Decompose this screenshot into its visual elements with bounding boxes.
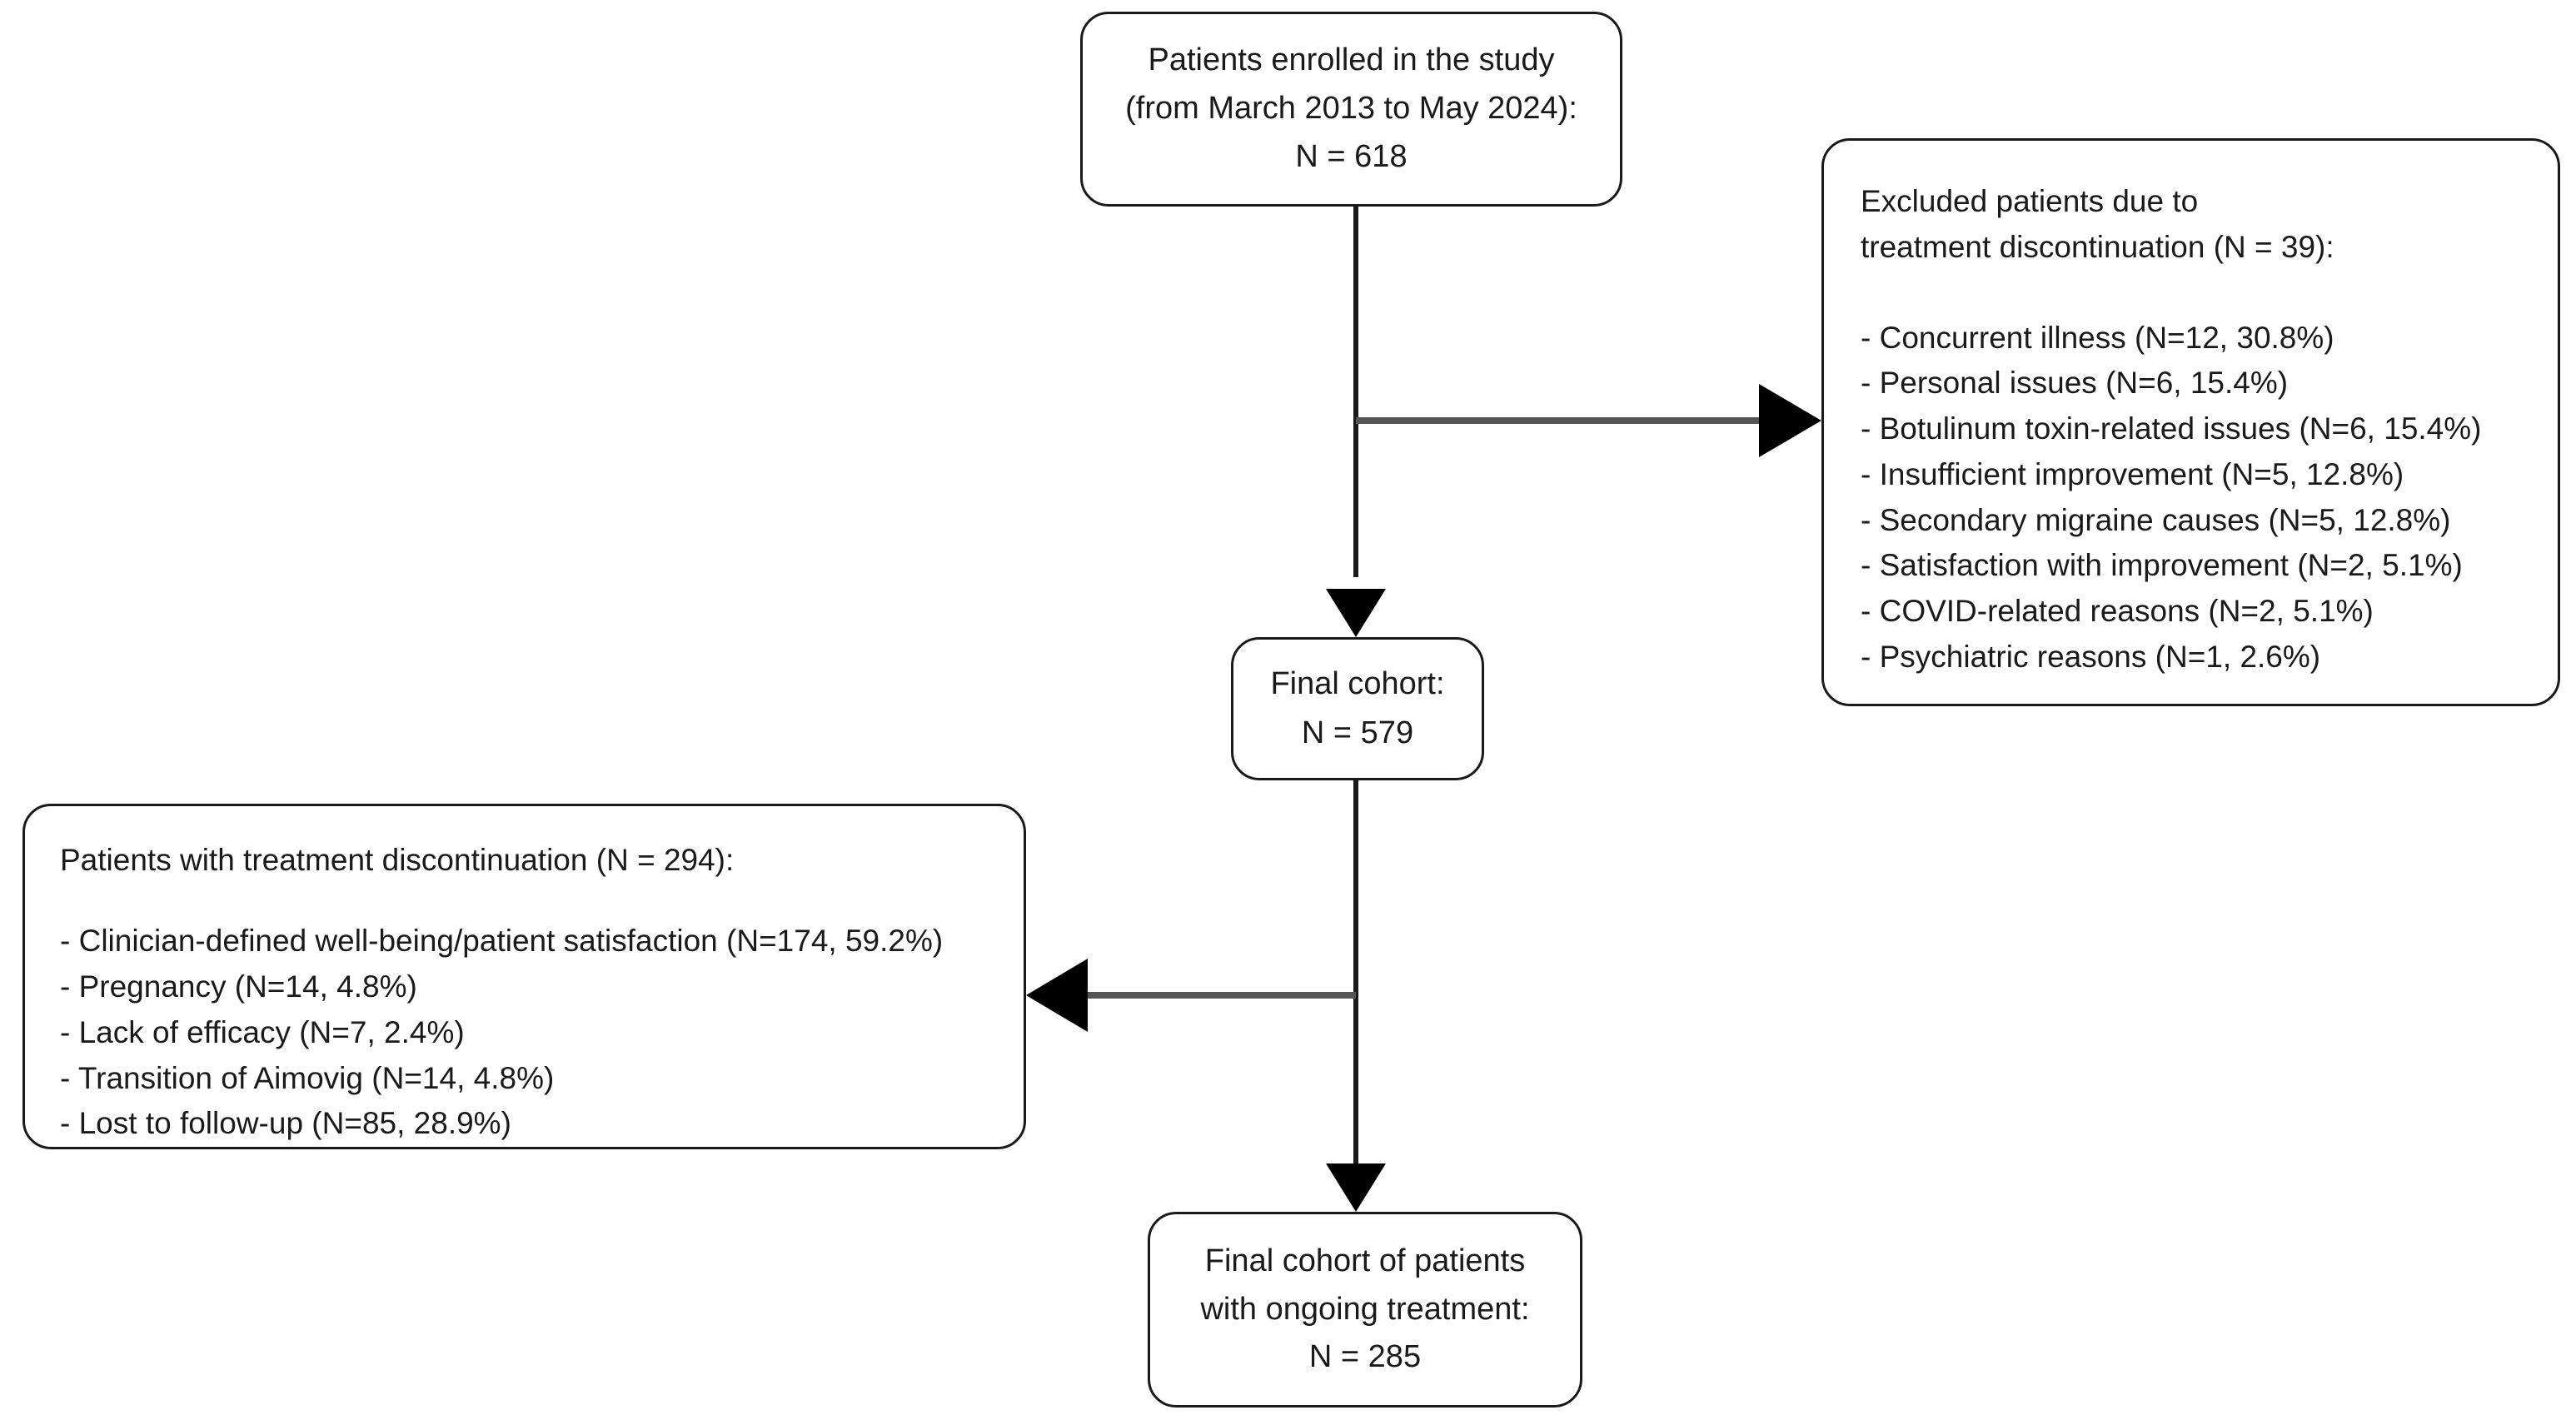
enrolled-line-2: (from March 2013 to May 2024): [1125, 91, 1577, 127]
excluded-reason-5: - Secondary migraine causes (N=5, 12.8%) [1861, 502, 2451, 537]
connector-final-cohort-to-discontinued-arrowhead [1026, 959, 1088, 1032]
excluded-reason-6: - Satisfaction with improvement (N=2, 5.… [1861, 548, 2463, 583]
excluded-reason-8: - Psychiatric reasons (N=1, 2.6%) [1861, 639, 2321, 674]
ongoing-line-2: with ongoing treatment: [1200, 1291, 1530, 1327]
connector-final-cohort-to-ongoing-arrowhead [1326, 1163, 1386, 1212]
discontinued-reason-4: - Transition of Aimovig (N=14, 4.8%) [60, 1060, 555, 1095]
excluded-reason-4: - Insufficient improvement (N=5, 12.8%) [1861, 456, 2404, 491]
ongoing-count: N = 285 [1308, 1339, 1422, 1375]
node-patients-discontinued: Patients with treatment discontinuation … [22, 804, 1026, 1149]
excluded-reason-7: - COVID-related reasons (N=2, 5.1%) [1861, 594, 2374, 628]
discontinued-reason-1: - Clinician-defined well-being/patient s… [60, 924, 944, 959]
discontinued-reason-5: - Lost to follow-up (N=85, 28.9%) [60, 1106, 511, 1141]
node-excluded-patients: Excluded patients due to treatment disco… [1821, 138, 2560, 706]
excluded-reason-3: - Botulinum toxin-related issues (N=6, 1… [1861, 411, 2482, 446]
enrolled-line-1: Patients enrolled in the study [1148, 42, 1555, 78]
excluded-heading-line-1: Excluded patients due to [1861, 184, 2199, 218]
connector-enrolled-to-excluded-arrowhead [1759, 384, 1821, 457]
final-cohort-label: Final cohort: [1270, 666, 1445, 702]
final-cohort-count: N = 579 [1301, 715, 1414, 750]
discontinued-reason-3: - Lack of efficacy (N=7, 2.4%) [60, 1014, 465, 1049]
connector-enrolled-to-final-cohort-arrowhead [1326, 589, 1386, 637]
node-final-cohort: Final cohort: N = 579 [1231, 637, 1484, 780]
node-patients-enrolled: Patients enrolled in the study (from Mar… [1080, 12, 1622, 207]
excluded-heading-line-2: treatment discontinuation (N = 39): [1861, 229, 2334, 264]
excluded-reason-1: - Concurrent illness (N=12, 30.8%) [1861, 320, 2334, 355]
enrolled-count: N = 618 [1295, 138, 1408, 174]
node-final-cohort-ongoing: Final cohort of patients with ongoing tr… [1148, 1212, 1582, 1408]
excluded-reason-2: - Personal issues (N=6, 15.4%) [1861, 366, 2289, 401]
ongoing-line-1: Final cohort of patients [1204, 1243, 1526, 1278]
discontinued-reason-2: - Pregnancy (N=14, 4.8%) [60, 969, 417, 1004]
discontinued-heading: Patients with treatment discontinuation … [60, 843, 735, 877]
